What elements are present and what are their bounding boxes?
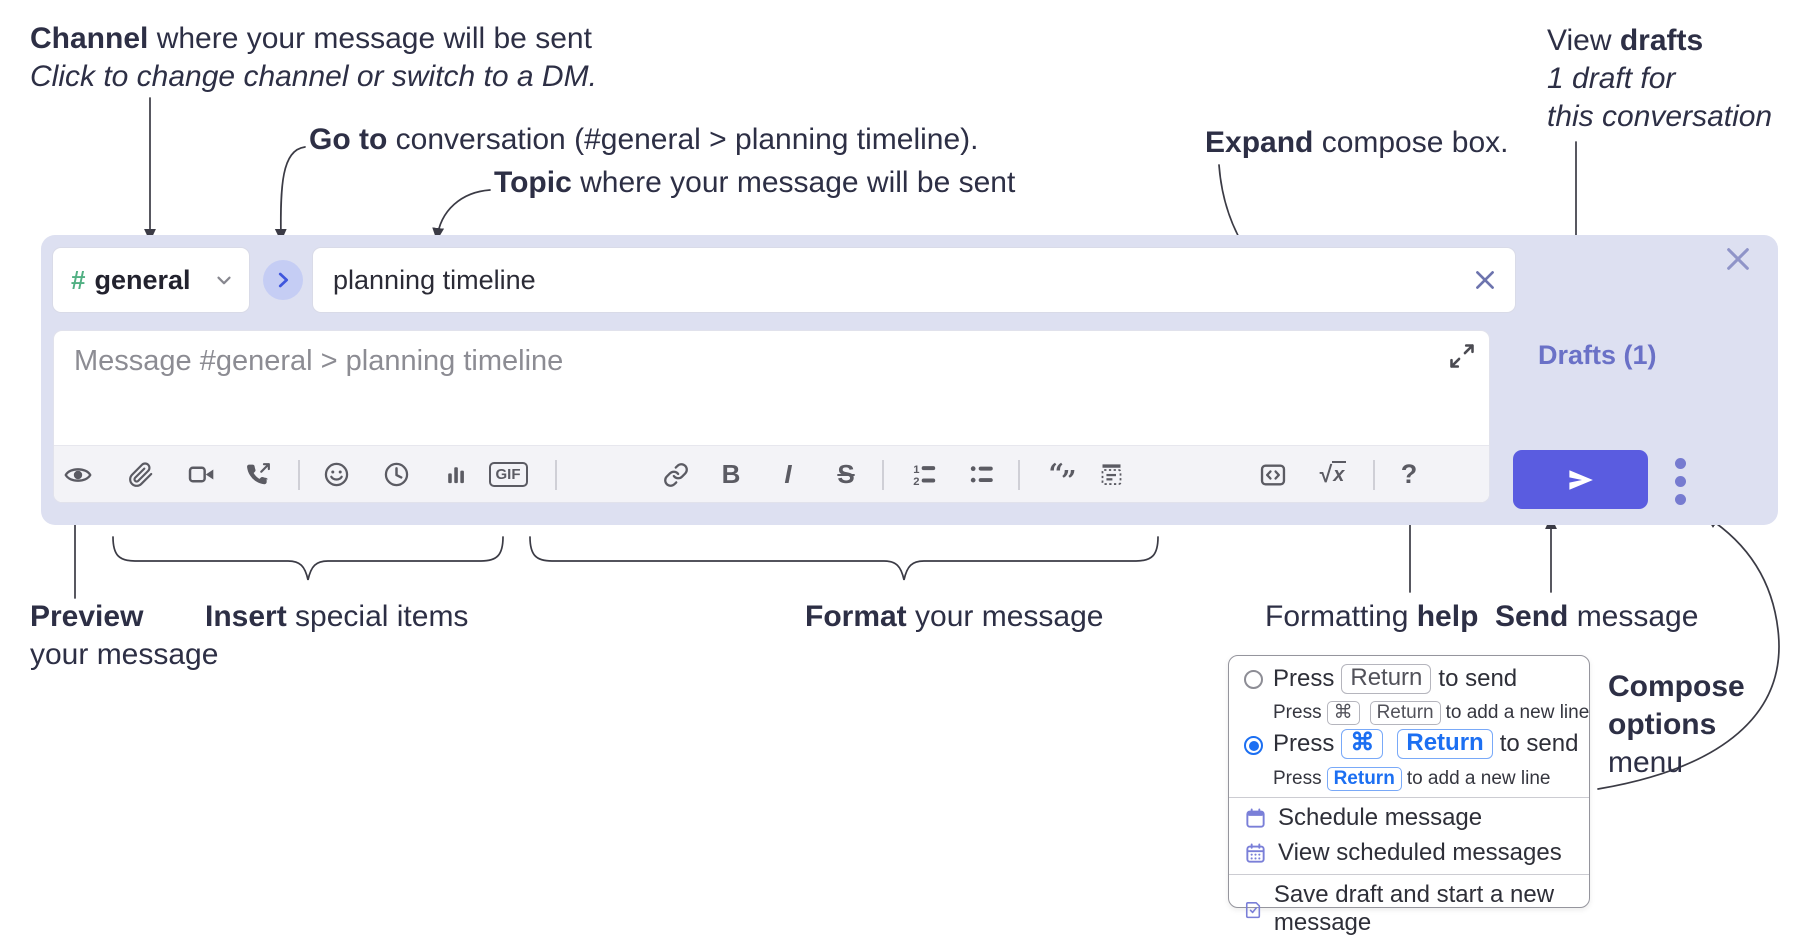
gif-icon[interactable]: GIF — [484, 446, 532, 502]
annotation-insert: Insert special items — [205, 600, 469, 633]
svg-text:2: 2 — [913, 476, 919, 488]
menu-item-schedule-message[interactable]: Schedule message — [1244, 804, 1482, 832]
cmd-keycap: ⌘ — [1326, 701, 1360, 725]
code-icon[interactable] — [1255, 446, 1291, 502]
annotation-expand: Expand compose box. — [1205, 126, 1509, 159]
annotation-topic: Topic where your message will be sent — [494, 166, 1016, 199]
drafts-link[interactable]: Drafts (1) — [1538, 340, 1657, 370]
calendar-grid-icon — [1246, 843, 1265, 863]
recent-clock-icon[interactable] — [378, 446, 414, 502]
option-cmd-return-to-send-sub: Press Return to add a new line — [1273, 767, 1551, 791]
topic-value: planning timeline — [333, 264, 536, 295]
annotation-compose-options: Compose options menu — [1608, 670, 1745, 779]
chevron-right-icon — [278, 272, 289, 288]
italic-icon[interactable]: I — [784, 459, 792, 489]
annotation-channel-italic: Click to change channel or switch to a D… — [30, 60, 597, 93]
annotation-preview: Preview your message — [30, 600, 219, 671]
send-plane-icon — [1568, 469, 1593, 490]
compose-options-button[interactable] — [1675, 458, 1686, 505]
link-icon[interactable] — [658, 446, 694, 502]
return-keycap: Return — [1326, 767, 1402, 791]
poll-bar-chart-icon[interactable] — [438, 446, 474, 502]
annotation-channel-rest: where your message will be sent — [148, 22, 592, 55]
formula-icon[interactable]: √x — [1319, 461, 1347, 487]
channel-name: general — [94, 264, 191, 295]
bulleted-list-icon[interactable] — [963, 446, 999, 502]
video-clip-icon[interactable] — [183, 446, 219, 502]
bold-icon[interactable]: B — [721, 459, 741, 489]
annotation-send: Send message — [1495, 600, 1699, 633]
menu-item-save-draft[interactable]: Save draft and start a new message — [1244, 881, 1589, 937]
return-keycap: Return — [1341, 664, 1432, 694]
go-to-conversation-button[interactable] — [263, 260, 303, 300]
menu-divider — [1229, 874, 1589, 875]
formatting-help-icon[interactable]: ? — [1400, 459, 1418, 489]
dot — [1675, 494, 1686, 505]
annotation-formatting-help: Formatting help — [1265, 600, 1479, 633]
hash-icon: # — [71, 264, 86, 295]
dot — [1675, 476, 1686, 487]
return-keycap: Return — [1397, 729, 1493, 759]
clear-topic-icon[interactable] — [1471, 266, 1499, 294]
toolbar-separator — [298, 460, 300, 490]
cmd-keycap: ⌘ — [1341, 729, 1384, 759]
annotation-format: Format your message — [805, 600, 1104, 633]
code-block-icon[interactable] — [1093, 446, 1129, 502]
preview-eye-icon[interactable] — [60, 446, 96, 502]
annotation-channel: Channel where your message will be sent … — [30, 20, 597, 96]
channel-selector[interactable]: # general — [52, 247, 250, 313]
option-return-to-send[interactable]: Press Return to send — [1273, 664, 1518, 694]
attachment-paperclip-icon[interactable] — [123, 446, 159, 502]
close-icon[interactable] — [1722, 243, 1754, 275]
toolbar-separator — [882, 460, 884, 490]
message-input[interactable]: Message #general > planning timeline — [54, 331, 1489, 445]
toolbar-separator — [555, 460, 557, 490]
return-keycap: Return — [1369, 701, 1441, 725]
message-block: Message #general > planning timeline — [53, 330, 1490, 503]
dot — [1675, 458, 1686, 469]
menu-item-view-scheduled[interactable]: View scheduled messages — [1244, 839, 1562, 867]
blockquote-icon[interactable]: “” — [1048, 459, 1076, 497]
strikethrough-icon[interactable]: S — [837, 459, 855, 489]
expand-compose-icon[interactable] — [1448, 342, 1476, 370]
toolbar-separator — [1018, 460, 1020, 490]
compose-options-menu: Press Return to send Press ⌘ Return to a… — [1228, 655, 1590, 936]
option-return-to-send-sub: Press ⌘ Return to add a new line — [1273, 701, 1590, 725]
topic-input[interactable]: planning timeline — [312, 247, 1516, 313]
annotation-view-drafts: View drafts 1 draft for this conversatio… — [1547, 24, 1773, 133]
option-cmd-return-to-send[interactable]: Press ⌘ Return to send — [1273, 729, 1579, 759]
audio-call-icon[interactable] — [240, 446, 276, 502]
draft-note-icon — [1245, 901, 1261, 918]
toolbar-separator — [1373, 460, 1375, 490]
radio-cmd-return-to-send[interactable] — [1244, 736, 1263, 755]
chevron-down-icon — [217, 276, 231, 285]
annotation-channel-bold: Channel — [30, 22, 149, 55]
annotation-goto: Go to conversation (#general > planning … — [309, 123, 979, 156]
radio-return-to-send[interactable] — [1244, 670, 1263, 689]
emoji-icon[interactable] — [318, 446, 354, 502]
message-placeholder: Message #general > planning timeline — [74, 345, 564, 377]
calendar-icon — [1246, 808, 1265, 828]
menu-divider — [1229, 797, 1589, 798]
compose-box: # general planning timeline Message #gen… — [41, 235, 1778, 525]
send-button[interactable] — [1513, 450, 1648, 509]
svg-text:1: 1 — [913, 464, 919, 476]
